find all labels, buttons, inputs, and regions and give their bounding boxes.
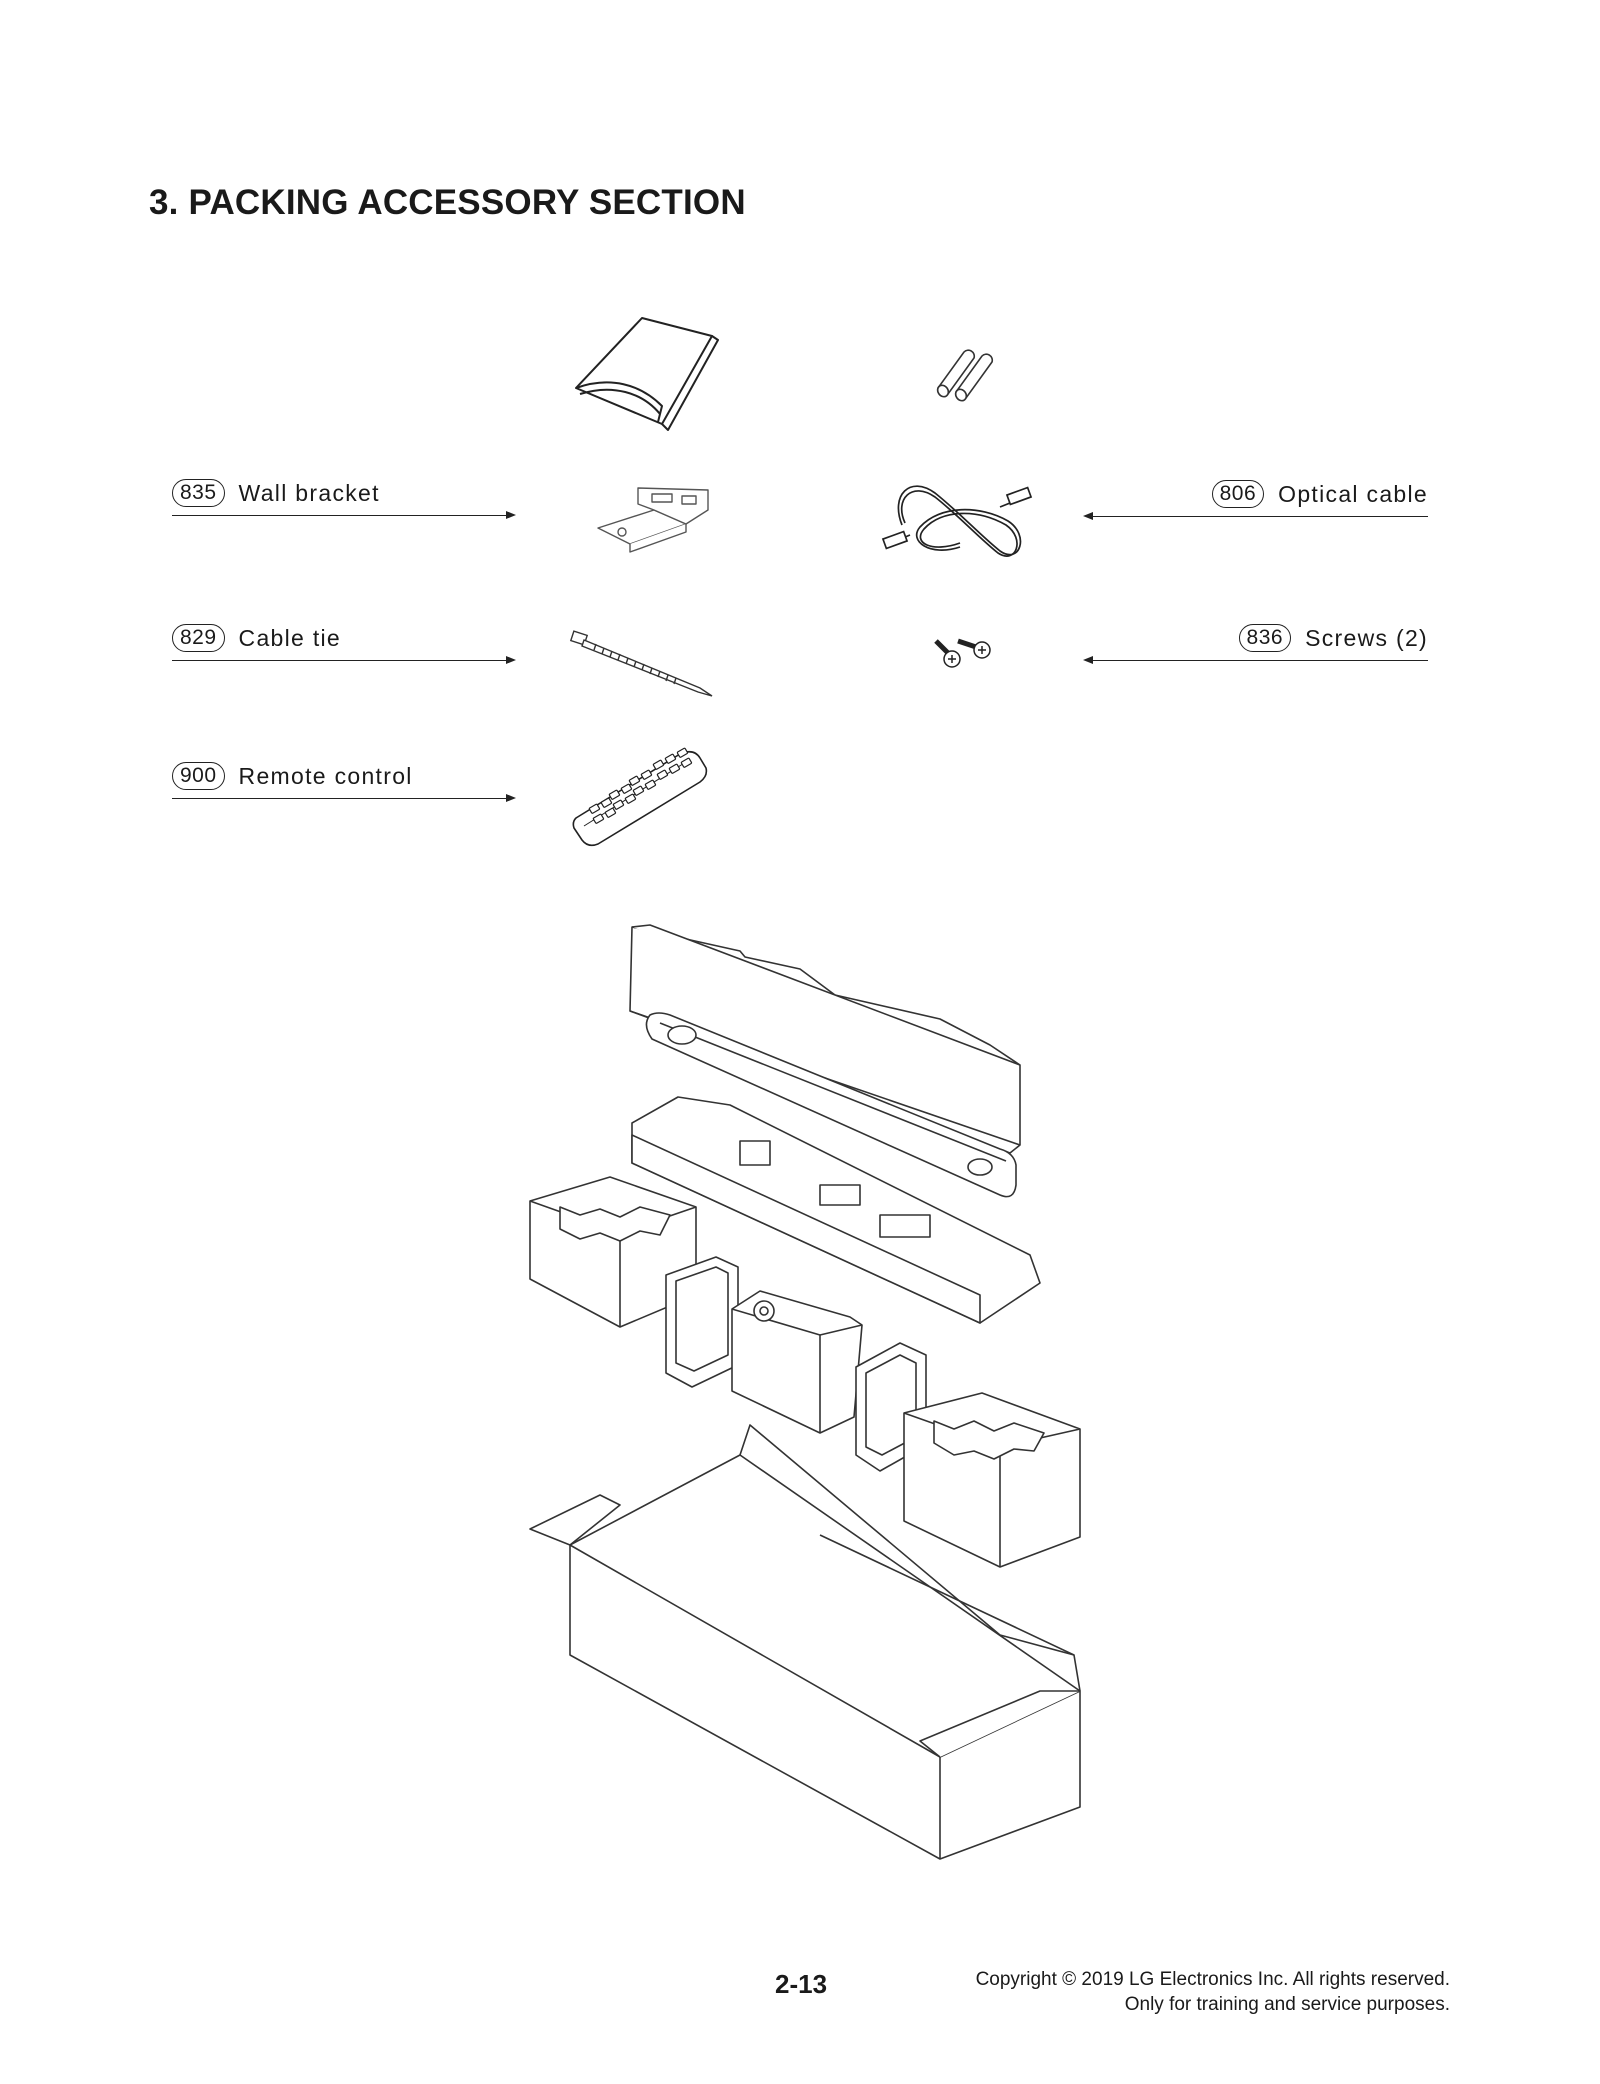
copyright-notice: Copyright © 2019 LG Electronics Inc. All… bbox=[976, 1967, 1450, 2017]
optical-cable-illustration bbox=[881, 485, 1033, 557]
part-number-badge: 900 bbox=[172, 762, 225, 790]
leader-arrow bbox=[1083, 656, 1428, 664]
part-label: Screws (2) bbox=[1305, 624, 1428, 651]
page-number: 2-13 bbox=[775, 1969, 828, 1999]
part-label: Cable tie bbox=[238, 624, 342, 651]
callout-screws: 836 Screws (2) bbox=[1083, 624, 1428, 672]
part-number-badge: 836 bbox=[1238, 624, 1292, 652]
part-number-badge: 806 bbox=[1211, 480, 1265, 508]
leader-arrow bbox=[172, 794, 516, 802]
remote-control-illustration bbox=[572, 747, 708, 847]
callout-remote-control: 900 Remote control bbox=[172, 762, 516, 810]
callout-wall-bracket: 835 Wall bracket bbox=[172, 479, 516, 527]
wall-bracket-illustration bbox=[597, 487, 709, 553]
part-number-badge: 835 bbox=[172, 479, 225, 507]
packing-exploded-view-illustration bbox=[529, 924, 1081, 1860]
part-label: Remote control bbox=[238, 762, 413, 789]
screws-illustration bbox=[934, 638, 991, 668]
leader-arrow bbox=[172, 511, 516, 519]
usage-notice-line: Only for training and service purposes. bbox=[1124, 1994, 1450, 2015]
owner-manual-illustration bbox=[575, 317, 719, 431]
copyright-line: Copyright © 2019 LG Electronics Inc. All… bbox=[975, 1969, 1450, 1990]
part-label: Optical cable bbox=[1278, 480, 1428, 507]
batteries-illustration bbox=[936, 349, 994, 402]
callout-cable-tie: 829 Cable tie bbox=[172, 624, 516, 672]
cable-tie-illustration bbox=[569, 630, 713, 697]
callout-optical-cable: 806 Optical cable bbox=[1083, 480, 1428, 528]
leader-arrow bbox=[1083, 512, 1428, 520]
page-title: 3. PACKING ACCESSORY SECTION bbox=[149, 183, 746, 222]
leader-arrow bbox=[172, 656, 516, 664]
part-number-badge: 829 bbox=[172, 624, 225, 652]
part-label: Wall bracket bbox=[238, 479, 380, 506]
